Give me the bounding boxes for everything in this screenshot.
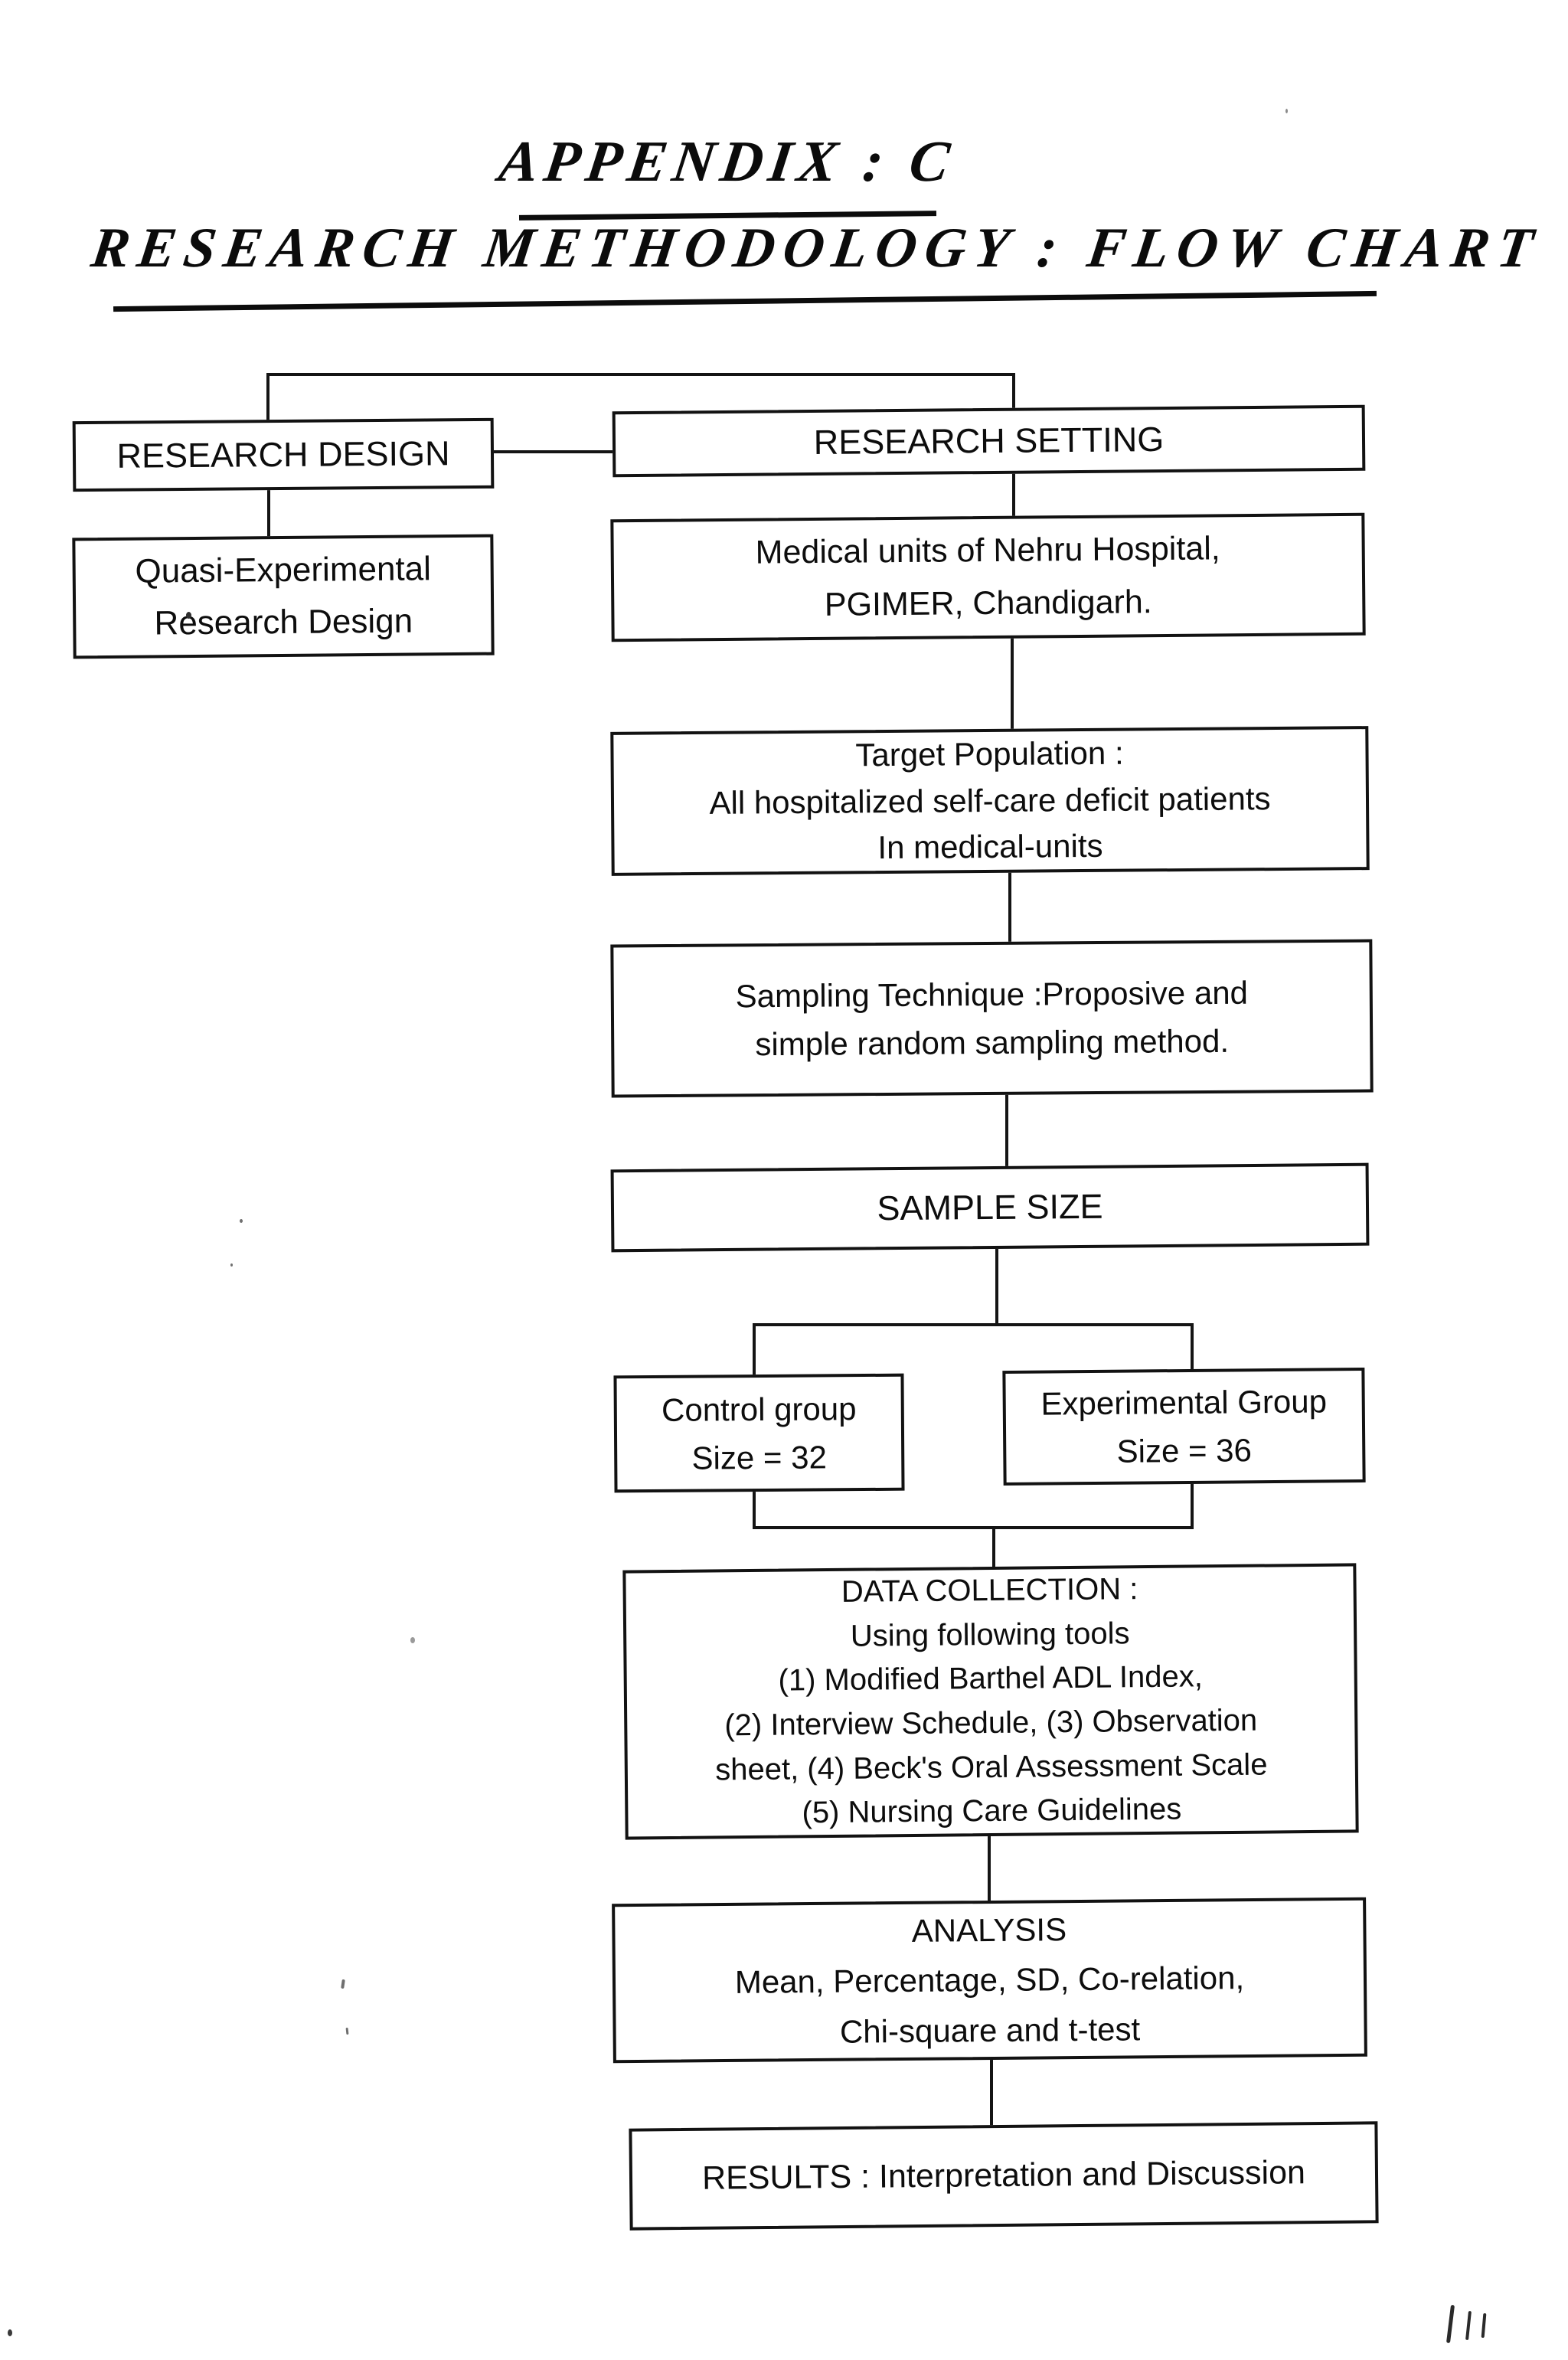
- scan-speck: [186, 612, 191, 619]
- control-group-box: Control group Size = 32: [613, 1373, 905, 1493]
- experimental-group-box: Experimental Group Size = 36: [1002, 1367, 1366, 1486]
- medical-units-box: Medical units of Nehru Hospital, PGIMER,…: [610, 512, 1366, 642]
- data-collection-line3: (1) Modified Barthel ADL Index,: [778, 1659, 1204, 1698]
- target-line1: Target Population :: [855, 734, 1124, 773]
- medical-line2: PGIMER, Chandigarh.: [824, 583, 1152, 623]
- analysis-line1: ANALYSIS: [911, 1911, 1067, 1950]
- connector-design-setting-horizontal: [492, 450, 615, 453]
- connector-medical-target-vertical: [1011, 636, 1014, 731]
- connector-design-quasi-vertical: [267, 489, 270, 538]
- target-population-box: Target Population : All hospitalized sel…: [610, 726, 1370, 876]
- sample-size-box: SAMPLE SIZE: [610, 1162, 1370, 1253]
- connector-control-merge-vertical: [753, 1489, 756, 1529]
- research-setting-label: RESEARCH SETTING: [813, 420, 1165, 463]
- scan-speck: [230, 1263, 233, 1267]
- target-line3: In medical-units: [877, 828, 1103, 866]
- connector-topbracket-horizontal: [266, 373, 1015, 376]
- sampling-line2: simple random sampling method.: [755, 1022, 1230, 1063]
- control-line2: Size = 32: [691, 1438, 828, 1476]
- results-label: RESULTS : Interpretation and Discussion: [701, 2154, 1306, 2198]
- analysis-line2: Mean, Percentage, SD, Co-relation,: [734, 1960, 1245, 2001]
- quasi-line1: Quasi-Experimental: [135, 550, 432, 590]
- connector-analysis-results-vertical: [990, 2058, 993, 2126]
- analysis-line3: Chi-square and t-test: [839, 2010, 1141, 2050]
- connector-target-sampling-vertical: [1008, 871, 1011, 943]
- page-title-appendix: APPENDIX : C: [495, 129, 960, 194]
- connector-split-left-vertical: [753, 1323, 756, 1377]
- connector-experimental-merge-vertical: [1191, 1482, 1194, 1529]
- control-line1: Control group: [661, 1390, 857, 1428]
- research-design-box: RESEARCH DESIGN: [72, 417, 495, 492]
- quasi-line2: Research Design: [154, 602, 413, 642]
- data-collection-line2: Using following tools: [850, 1616, 1130, 1653]
- quasi-experimental-box: Quasi-Experimental Research Design: [72, 534, 495, 659]
- connector-split-right-vertical: [1191, 1323, 1194, 1372]
- connector-data-analysis-vertical: [988, 1834, 991, 1903]
- connector-setting-medical-vertical: [1012, 472, 1015, 518]
- connector-merge-horizontal: [753, 1526, 1194, 1529]
- connector-split-horizontal: [753, 1323, 1194, 1326]
- scan-speck: [410, 1637, 415, 1643]
- data-collection-line6: (5) Nursing Care Guidelines: [802, 1792, 1182, 1830]
- data-collection-line4: (2) Interview Schedule, (3) Observation: [724, 1703, 1258, 1743]
- experimental-line2: Size = 36: [1116, 1432, 1253, 1469]
- scan-speck: [240, 1219, 243, 1223]
- results-box: RESULTS : Interpretation and Discussion: [629, 2121, 1379, 2231]
- connector-topbracket-right-vertical: [1012, 373, 1015, 411]
- data-collection-line1: DATA COLLECTION :: [841, 1572, 1138, 1610]
- pen-stroke: [1446, 2304, 1455, 2344]
- page-title-methodology: RESEARCH METHODOLOGY : FLOW CHART: [87, 217, 1546, 279]
- analysis-box: ANALYSIS Mean, Percentage, SD, Co-relati…: [612, 1897, 1367, 2064]
- title-underline: [113, 290, 1377, 312]
- connector-sampling-samplesize-vertical: [1005, 1093, 1008, 1168]
- sample-size-label: SAMPLE SIZE: [877, 1187, 1103, 1228]
- medical-line1: Medical units of Nehru Hospital,: [755, 530, 1220, 571]
- scan-speck: [345, 2027, 349, 2035]
- sampling-line1: Sampling Technique :Proposive and: [735, 974, 1249, 1015]
- data-collection-box: DATA COLLECTION : Using following tools …: [622, 1563, 1359, 1840]
- pen-stroke: [1465, 2310, 1472, 2341]
- sampling-technique-box: Sampling Technique :Proposive and simple…: [610, 939, 1374, 1098]
- research-setting-box: RESEARCH SETTING: [612, 404, 1366, 478]
- scan-speck: [341, 1979, 345, 1989]
- data-collection-line5: sheet, (4) Beck's Oral Assessment Scale: [715, 1747, 1268, 1787]
- target-line2: All hospitalized self-care deficit patie…: [709, 780, 1271, 821]
- connector-topbracket-left-vertical: [266, 373, 270, 422]
- pen-stroke: [1481, 2313, 1487, 2339]
- research-design-label: RESEARCH DESIGN: [116, 433, 450, 476]
- connector-samplesize-split-vertical: [995, 1247, 998, 1326]
- scan-speck: [1285, 109, 1288, 113]
- connector-merge-data-vertical: [992, 1526, 995, 1568]
- experimental-line1: Experimental Group: [1040, 1383, 1328, 1422]
- scan-speck: [8, 2329, 12, 2336]
